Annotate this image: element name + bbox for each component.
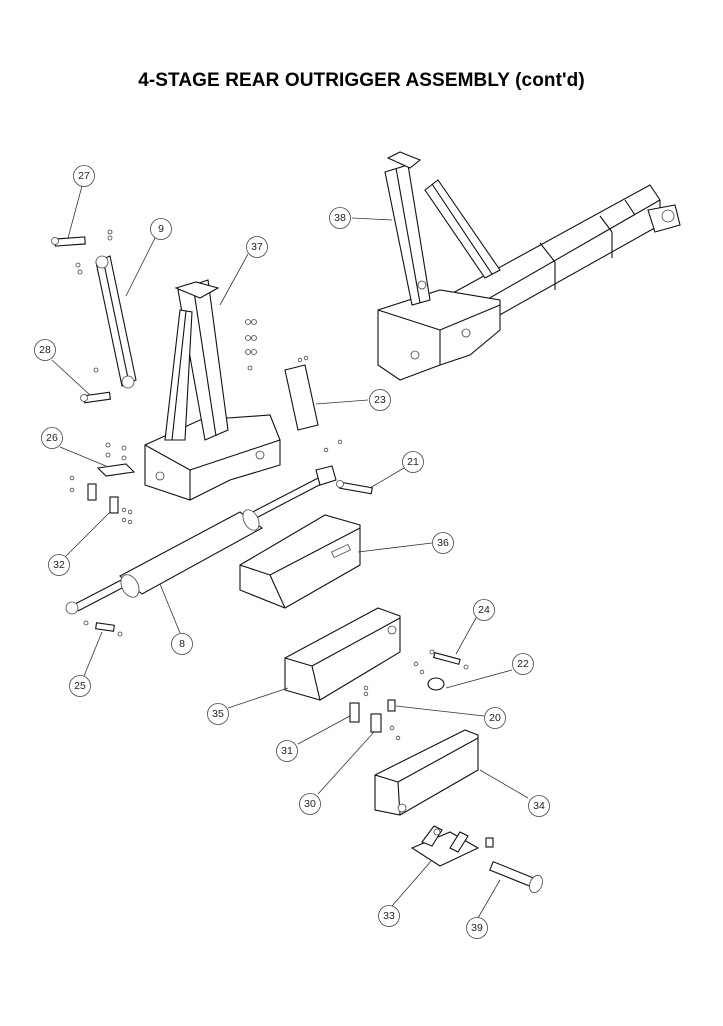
callout-label: 36 xyxy=(437,537,449,549)
callout-32: 32 xyxy=(48,554,70,576)
callout-38: 38 xyxy=(329,207,351,229)
callout-label: 37 xyxy=(251,241,263,253)
callout-label: 32 xyxy=(53,559,65,571)
callout-label: 35 xyxy=(212,708,224,720)
callout-30: 30 xyxy=(299,793,321,815)
callout-label: 24 xyxy=(478,604,490,616)
callout-34: 34 xyxy=(528,795,550,817)
callout-9: 9 xyxy=(150,218,172,240)
callout-21: 21 xyxy=(402,451,424,473)
part-20-plate xyxy=(387,699,396,712)
part-30-plate xyxy=(370,713,401,741)
callout-39: 39 xyxy=(466,917,488,939)
callout-33: 33 xyxy=(378,905,400,927)
callout-20: 20 xyxy=(484,707,506,729)
callout-22: 22 xyxy=(512,653,534,675)
callout-label: 31 xyxy=(281,745,293,757)
callout-36: 36 xyxy=(432,532,454,554)
part-24-pin xyxy=(429,649,469,670)
callout-label: 30 xyxy=(304,798,316,810)
part-8-extension-cylinder xyxy=(65,465,337,615)
part-21-pin xyxy=(323,439,373,495)
callout-label: 23 xyxy=(374,394,386,406)
part-37-column-weldment xyxy=(144,279,281,501)
callout-label: 34 xyxy=(533,800,545,812)
part-38-assembled-outrigger xyxy=(377,151,681,381)
part-27-pin xyxy=(51,236,86,247)
callout-31: 31 xyxy=(276,740,298,762)
part-9-cylinder xyxy=(75,229,137,389)
part-25-pin xyxy=(83,620,123,637)
callout-25: 25 xyxy=(69,675,91,697)
callout-label: 39 xyxy=(471,922,483,934)
callout-26: 26 xyxy=(41,427,63,449)
part-36-inner-section xyxy=(239,514,361,609)
part-31-plate xyxy=(349,685,369,723)
part-28-pin xyxy=(80,391,112,404)
callout-label: 22 xyxy=(517,658,529,670)
part-32-brackets xyxy=(69,475,133,525)
callout-24: 24 xyxy=(473,599,495,621)
callout-label: 26 xyxy=(46,432,58,444)
part-26-pad xyxy=(96,442,136,477)
callout-label: 38 xyxy=(334,212,346,224)
part-39-pin xyxy=(489,860,543,894)
page-title: 4-STAGE REAR OUTRIGGER ASSEMBLY (cont'd) xyxy=(138,70,585,91)
part-22-washer xyxy=(413,661,445,691)
callout-label: 25 xyxy=(74,680,86,692)
callout-27: 27 xyxy=(73,165,95,187)
callout-37: 37 xyxy=(246,236,268,258)
callout-28: 28 xyxy=(34,339,56,361)
part-37-hardware xyxy=(245,319,257,371)
callout-label: 8 xyxy=(179,638,185,650)
part-35-section xyxy=(284,607,401,701)
callout-label: 27 xyxy=(78,170,90,182)
callout-label: 9 xyxy=(158,223,164,235)
part-34-outer-section xyxy=(374,729,479,816)
callout-label: 21 xyxy=(407,456,419,468)
callout-35: 35 xyxy=(207,703,229,725)
callout-label: 33 xyxy=(383,910,395,922)
leader-lines xyxy=(51,185,529,919)
callout-23: 23 xyxy=(369,389,391,411)
callout-8: 8 xyxy=(171,633,193,655)
part-23-cover-plate xyxy=(284,355,319,431)
callout-label: 28 xyxy=(39,344,51,356)
part-33-pad xyxy=(410,825,494,867)
callout-label: 20 xyxy=(489,712,501,724)
